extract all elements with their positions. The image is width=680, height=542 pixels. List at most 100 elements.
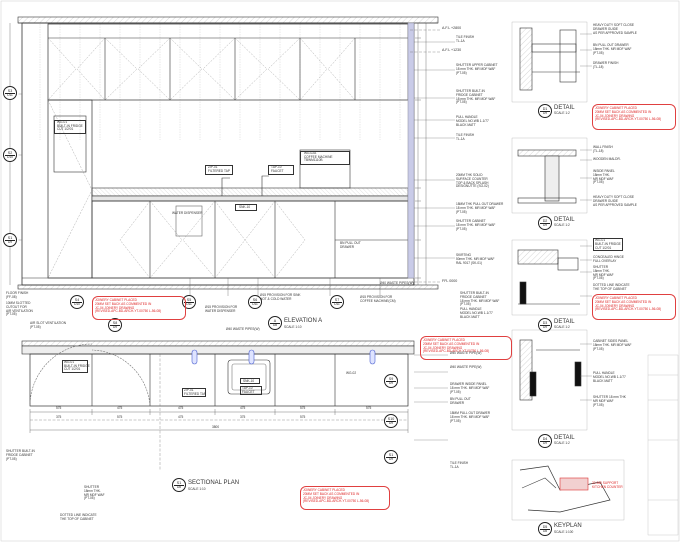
detail-2-scale: SCALE 1:2 [554, 223, 570, 227]
detail-wg01-tag: WG-01 BUILT-IN FRIDGE CUT 1/2/01 [593, 238, 623, 251]
plan-title-bubble: S1 D8 [172, 478, 186, 492]
elevation-scale: SCALE 1:10 [284, 325, 302, 329]
keyplan-num: D5 [542, 524, 548, 529]
detail-label-9: SHUTTER 18mm THK. MR MDF WAF (PT-05) [593, 265, 614, 281]
detail-label-0: HEAVY DUTY SOFT CLOSE DRAWER GUIDE AS PE… [593, 23, 637, 35]
detail-3-num: D3 [542, 320, 548, 325]
elev-right-label-4: TILE FINISH TL-1A [456, 133, 475, 141]
section-bubble-1-b: D10 [7, 155, 13, 160]
label-water-dispenser: WATER DISPENSER [172, 211, 203, 215]
plan-tag-tap: TAP-10 FAUCET [240, 386, 262, 395]
detail-label-4: WOODEN MALDR. [593, 157, 621, 161]
detail-1-sheet: D9 [542, 111, 548, 116]
detail-label-6: HEAVY DUTY SOFT CLOSE DRAWER GUIDE AS PE… [593, 195, 637, 207]
section-bubble-10-a: S1 [388, 452, 394, 457]
detail-4-sheet: D9 [542, 441, 548, 446]
plan-tag-zip-code: ZIP-01 [184, 388, 194, 392]
elevation-title-code: A [273, 318, 277, 323]
redline-note-4: JOINERY CABINET PLACED 20MM SET BACK AS … [595, 296, 662, 312]
section-bubble-7-b: D9 [112, 325, 118, 330]
tag-tap-desc: FAUCET [271, 169, 284, 173]
section-bubble-4-a: S5 [186, 297, 192, 302]
plan-right-label-2: BN PULL OUT DRAWER [450, 397, 471, 405]
detail-label-8: CONCEALED HINGE FULL OVERLAY [593, 255, 624, 263]
plan-dim-2: 475 [178, 406, 184, 410]
provision-note-0: Ø15 PROVISION FOR SINK HOT & COLD WATER [260, 293, 301, 301]
elev-right-label-7: SHUTTER CABINET 18 mm THK. MR MDF WAF (P… [456, 219, 496, 231]
level-upper: A.F.L +1230 [442, 48, 462, 52]
elev-right-label-0: TILE FINISH TL-1A [456, 35, 475, 43]
detail-label-1: BN PULL OUT DRAWER 18mm THK. MR MDF WAF … [593, 43, 632, 55]
mid-label-0: SHUTTER BUILT-IN FRIDGE CABINET 18 mm TH… [460, 291, 500, 307]
detail-4-scale: SCALE 1:2 [554, 441, 570, 445]
tag-wg01-code: WG-01 [57, 120, 68, 124]
redline-note-1: JOINERY CABINET PLACED 20MM SET BACK AS … [95, 298, 162, 314]
plan-scale: SCALE 1:10 [188, 487, 206, 491]
elev-right-label-3: PULL HANDLE MODEL NO.WB 1-1/77 BLACK MAT… [456, 115, 489, 127]
detail-label-11: CABINET SIDES PANEL 18mm THK. MR MDF WAF… [593, 339, 632, 351]
detail-1-num: D1 [542, 106, 548, 111]
tag-zip: ZIP-01 FILTERED TAP [205, 165, 233, 175]
plan-title-sheet: D8 [176, 485, 182, 490]
tag-snk-code: SNK-10 [239, 205, 251, 209]
section-bubble-3-a: S4 [74, 297, 80, 302]
keyplan-title: KEYPLAN [554, 523, 582, 529]
tag-wg02-code: WG-02A [304, 151, 317, 155]
keyplan-note: 20-BID SUPPORT KITCHEN COUNTER [592, 481, 623, 489]
detail-label-3: WALL FINISH (TL-18) [593, 145, 613, 153]
provision-note-4: Ø40 WASTE PIPES(W) [380, 281, 414, 285]
detail-3-scale: SCALE 1:2 [554, 325, 570, 329]
tag-tap: TAP-10 FAUCET [268, 165, 294, 175]
plan-dim-9: 375 [240, 415, 246, 419]
section-bubble-5-b: D11 [252, 302, 258, 307]
section-bubble-2-b: D9 [7, 240, 13, 245]
elevation-title: ELEVATION A [284, 318, 323, 324]
level-top: A.F.L +2800 [442, 26, 462, 30]
level-floor: FFL 0000 [442, 279, 458, 283]
elev-right-label-2: SHUTTER BUILT-IN FRIDGE CABINET 18 mm TH… [456, 89, 496, 105]
plan-dim-1: 475 [117, 406, 123, 410]
provision-note-1: Ø15 PROVISION FOR WATER DISPENSER [205, 305, 238, 313]
elevation-title-bubble: A D8 [268, 316, 282, 330]
detail-label-10: DOTTED LINE INDICATE THE TOP OF CABINET [593, 283, 630, 291]
plan-tag-wg01-code: WG-01 [64, 360, 75, 364]
mid-label-2: Ø40 WASTE PIPE(W) [450, 351, 482, 355]
plan-dim-total: 3800 [212, 425, 220, 429]
tag-wg01: WG-01 BUILT-IN FRIDGE CUT 1/2/01 [54, 120, 86, 134]
plan-title-code: S1 [176, 480, 182, 485]
detail-3-title: DETAIL [554, 319, 575, 325]
elev-right-label-1: SHUTTER UPPER CABINET 18 mm THK. MR MDF … [456, 63, 498, 75]
tag-tap-code: TAP-10 [271, 165, 282, 169]
section-bubble-5-a: S6 [252, 297, 258, 302]
plan-dim-6: 375 [56, 415, 62, 419]
redline-note-5: JOINERY CABINET PLACED 20MM SET BACK AS … [303, 488, 370, 504]
plan-dim-5: 575 [366, 406, 372, 410]
elev-left-label-1: 10MM SLOTTED CUTOUT FOR AIR VENTILATION … [6, 301, 33, 317]
keyplan-scale: SCALE 1:100 [554, 530, 574, 534]
label-pull-out-2: DRAWER [340, 245, 355, 249]
detail-label-12: PULL HANDLE MODEL NO.WB 1-1/77 BLACK MAT… [593, 371, 626, 383]
mid-label-1: PULL HANDLE MODEL NO.WB 1-1/77 BLACK MAT… [460, 307, 493, 319]
plan-tag-wg02: WG-02 [346, 371, 357, 375]
plan-tag-wg01-cut: CUT 1/2/01 [64, 367, 81, 372]
plan-dim-3: 475 [240, 406, 246, 410]
plan-tag-tap-code: TAP-10 [242, 386, 253, 390]
section-bubble-1-a: S2 [7, 150, 13, 155]
provision-note-3: Ø15 PROVISION FOR COFFEE MACHINE(CM) [360, 295, 396, 303]
plan-left-label-1: SHUTTER BUILT-IN FRIDGE CABINET (PT-05) [6, 449, 35, 461]
detail-label-5: INSIDE PANEL 18mm THK. MR MDF WAF (PT-05… [593, 169, 615, 185]
plan-right-label-4: TILE FINISH TL-1A [450, 461, 469, 469]
elev-right-label-5: 20MM THK SOLID SURFACE COUNTER TOP & BAC… [456, 173, 489, 189]
section-bubble-3-b: D10 [74, 302, 80, 307]
